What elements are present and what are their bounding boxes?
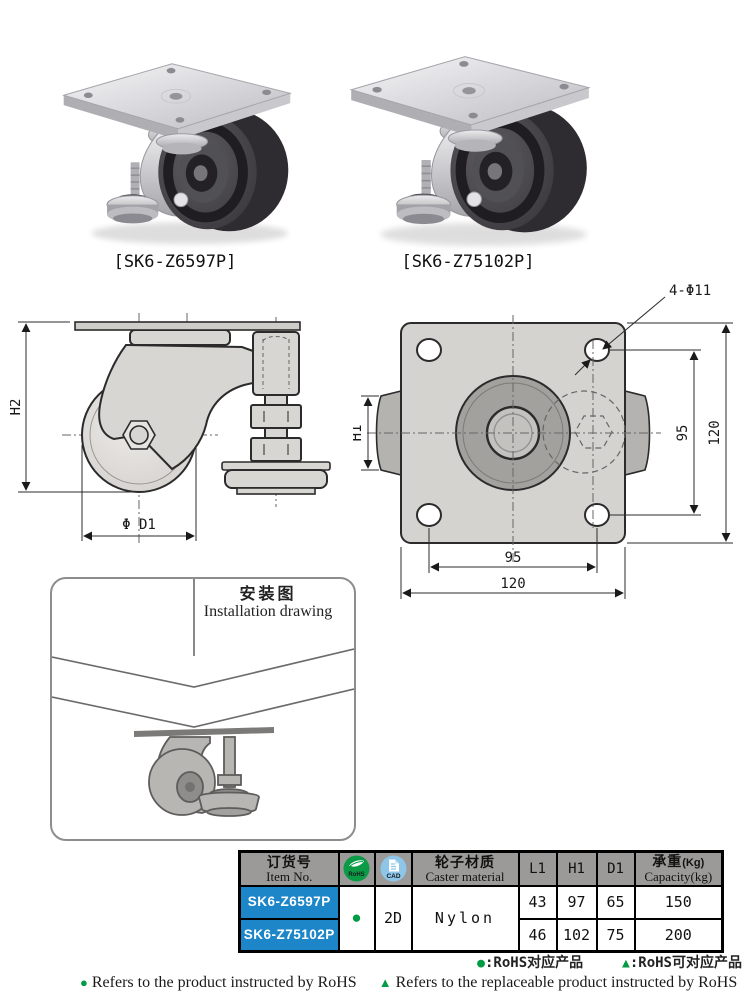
item-cell-2: SK6-Z75102P xyxy=(238,917,340,953)
rohs-icon-label: RoHS xyxy=(348,872,364,878)
dim-h2 xyxy=(18,321,134,493)
installation-title: 安装图 Installation drawing xyxy=(188,586,348,621)
material-cell: Nylon xyxy=(410,884,520,953)
header-material-cn: 轮子材质 xyxy=(435,853,495,870)
installation-title-en: Installation drawing xyxy=(203,602,333,620)
dim-h2-label: H2 xyxy=(10,399,24,416)
rohs-icon: RoHS xyxy=(343,855,370,882)
foot-assembly xyxy=(221,331,331,495)
cell-l1-1: 43 xyxy=(517,884,558,920)
installation-title-cn: 安装图 xyxy=(239,586,297,603)
dim-right-95 xyxy=(609,349,701,516)
header-material-en: Caster material xyxy=(425,868,505,884)
wheel-right xyxy=(624,389,651,477)
header-capacity: 承重(Kg) Capacity(kg) xyxy=(633,850,724,887)
dim-h1-label: H1 xyxy=(353,425,365,442)
plate-section xyxy=(74,321,301,331)
cad-type-cell: 2D xyxy=(373,884,413,953)
header-l1: L1 xyxy=(517,850,558,887)
cell-d1-1: 65 xyxy=(595,884,636,920)
center-lines-top xyxy=(367,315,661,563)
product-photo-2 xyxy=(328,36,608,253)
dim-holes-label: 4-Φ11 xyxy=(669,283,711,299)
rohs-note-en: ● Refers to the product instructed by Ro… xyxy=(80,974,737,992)
cabinet-corner xyxy=(52,579,354,728)
rohs-status-cell: ● xyxy=(337,884,376,953)
dim-bottom-120 xyxy=(400,547,626,599)
item-no-1: SK6-Z6597P xyxy=(247,894,331,909)
dim-right-95-label: 95 xyxy=(675,425,691,442)
product-label-2: [SK6-Z75102P] xyxy=(401,252,535,272)
table-row-2: SK6-Z75102P 46 102 75 200 xyxy=(238,917,724,953)
fork-outline xyxy=(98,343,254,471)
product-photo-1 xyxy=(42,44,308,251)
header-cad: CAD xyxy=(373,850,413,887)
thread-hidden-lines xyxy=(262,336,290,389)
header-item: 订货号 Item No. xyxy=(238,850,340,887)
dim-h1 xyxy=(361,395,379,471)
cell-l1-2: 46 xyxy=(517,917,558,953)
cell-d1-2: 75 xyxy=(595,917,636,953)
axle-nut xyxy=(122,420,156,450)
header-item-cn: 订货号 xyxy=(266,853,312,870)
spec-table: 订货号 Item No. RoHS CAD xyxy=(238,850,724,953)
rohs-note-cn-text-1: :RoHS对应产品 xyxy=(484,955,584,971)
dim-bottom-95 xyxy=(428,528,598,573)
dim-d1-label: Φ D1 xyxy=(122,517,156,533)
installed-caster xyxy=(134,727,274,817)
rohs-note-cn-text-2: :RoHS可对应产品 xyxy=(629,955,742,971)
rohs-dot-legend-en: ● xyxy=(80,975,88,990)
side-view-drawing: H2 Φ D1 xyxy=(10,313,331,545)
hidden-wheel xyxy=(542,390,626,474)
top-view-drawing: 4-Φ11 H1 95 120 95 120 xyxy=(353,283,733,599)
header-rohs: RoHS xyxy=(337,850,376,887)
dim-d1 xyxy=(81,445,197,541)
header-d1: D1 xyxy=(595,850,636,887)
cad-icon: CAD xyxy=(380,855,406,882)
table-row-1: SK6-Z6597P ● 2D Nylon 43 97 65 150 xyxy=(238,884,724,953)
product-label-1: [SK6-Z6597P] xyxy=(113,252,237,272)
cell-h1-1: 97 xyxy=(555,884,598,920)
rohs-triangle-legend: ▲ xyxy=(622,956,630,971)
raceway xyxy=(129,329,231,346)
item-no-2: SK6-Z75102P xyxy=(243,926,335,942)
dim-right-120-label: 120 xyxy=(707,420,723,445)
header-capacity-en: Capacity(kg) xyxy=(644,868,713,884)
dim-right-120 xyxy=(627,322,733,544)
header-capacity-unit: (Kg) xyxy=(682,857,705,870)
dim-bottom-120-label: 120 xyxy=(500,576,525,592)
dim-bottom-95-label: 95 xyxy=(505,550,522,566)
rohs-dot-legend: ● xyxy=(477,956,485,971)
cell-capacity-2: 200 xyxy=(633,917,724,953)
header-capacity-cn: 承重 xyxy=(652,853,683,870)
cad-icon-label: CAD xyxy=(386,873,400,880)
rohs-dot: ● xyxy=(351,907,362,927)
cell-h1-2: 102 xyxy=(555,917,598,953)
rohs-note-cn: ●:RoHS对应产品 ▲:RoHS可对应产品 xyxy=(477,952,742,972)
installation-box: 安装图 Installation drawing xyxy=(50,577,356,841)
header-h1: H1 xyxy=(555,850,598,887)
rohs-note-en-text-1: Refers to the product instructed by RoHS xyxy=(91,974,357,991)
cell-capacity-1: 150 xyxy=(633,884,724,920)
rohs-triangle-legend-en: ▲ xyxy=(378,975,392,990)
header-material: 轮子材质 Caster material xyxy=(410,850,520,887)
header-item-en: Item No. xyxy=(266,868,313,884)
item-cell-1: SK6-Z6597P xyxy=(238,884,340,920)
table-header-row: 订货号 Item No. RoHS CAD xyxy=(238,850,724,887)
material-value: Nylon xyxy=(434,908,496,927)
rohs-note-en-text-2: Refers to the replaceable product instru… xyxy=(395,974,738,991)
installation-drawing xyxy=(52,579,354,817)
